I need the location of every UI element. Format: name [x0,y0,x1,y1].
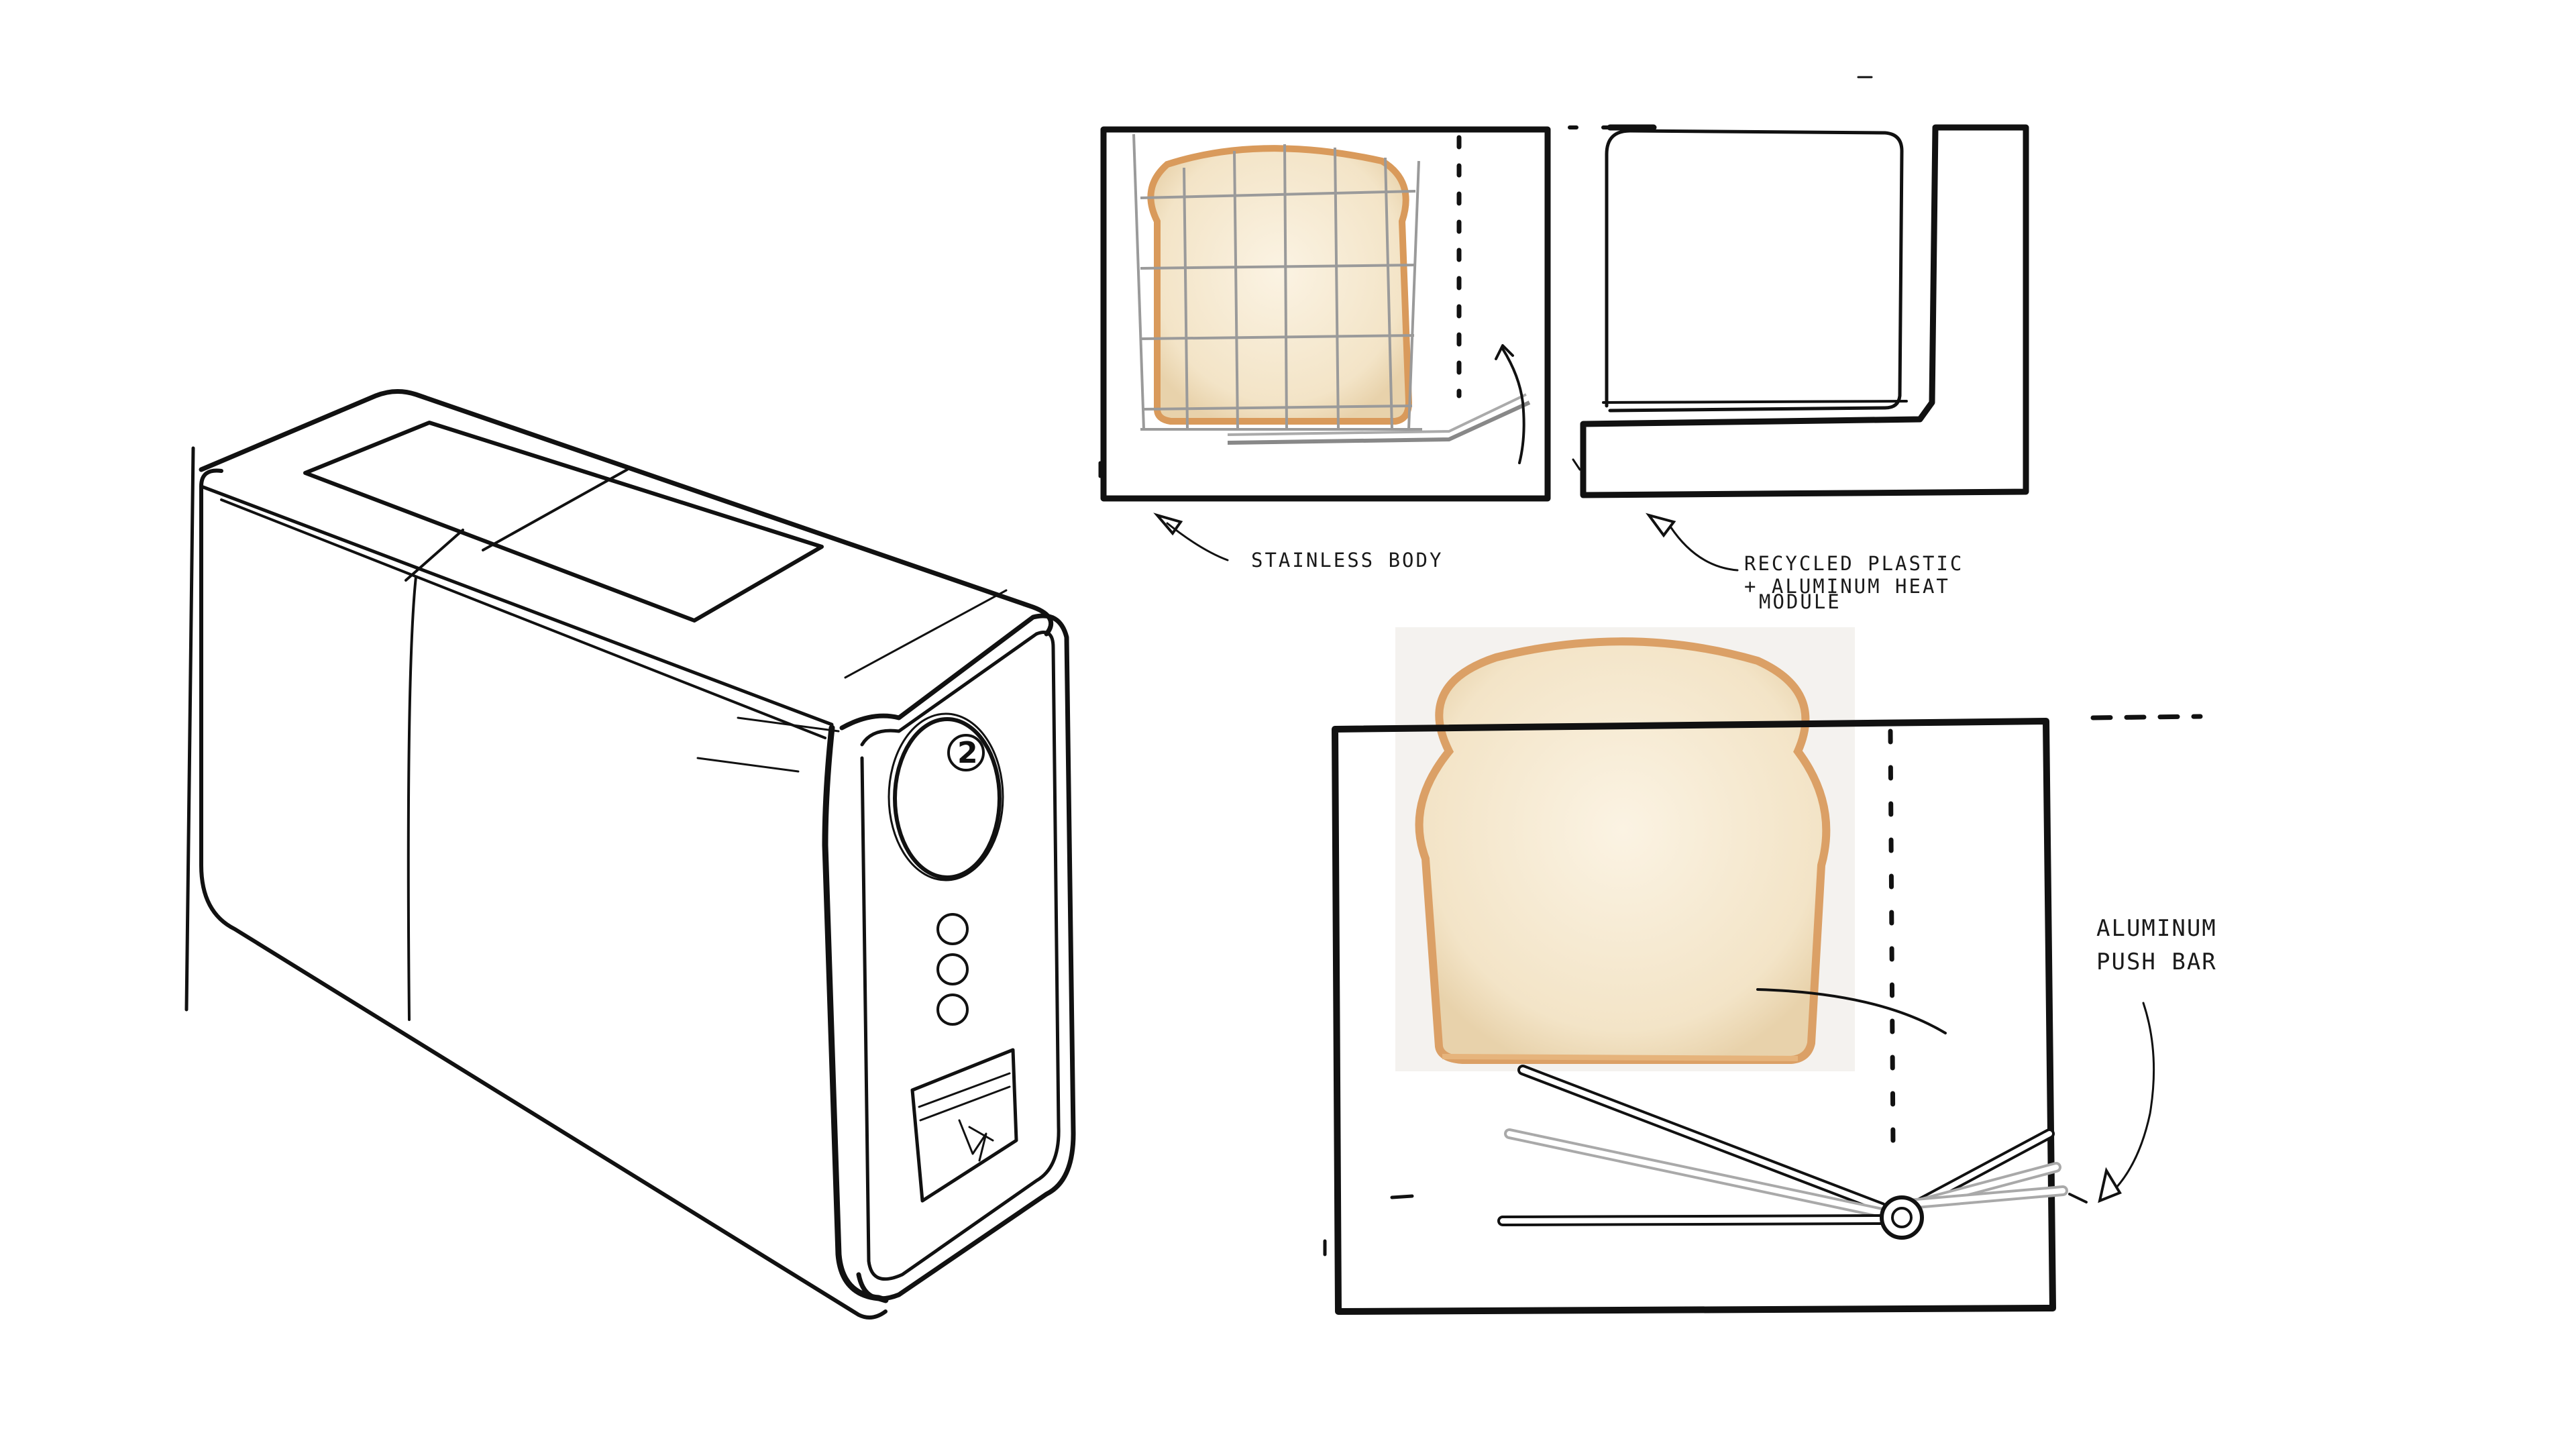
label-pushbar-line2: PUSH BAR [2096,949,2217,975]
dial-number: 2 [957,736,978,770]
logo-mark-icon [910,1048,1018,1203]
arrow-head-icon [1646,513,1676,538]
dial-indicator-ring [947,734,985,771]
section-panel-push-bar [1323,627,2203,1315]
section-panel-stainless [1098,126,1551,502]
arrow-head-icon [1153,513,1183,536]
label-recycled-line1: RECYCLED PLASTIC [1744,552,1964,575]
label-recycled-line2: + ALUMINUM HEAT [1744,575,1950,598]
toaster-button-3 [936,994,969,1026]
annotation-stainless-body: STAINLESS BODY [1153,513,1443,572]
label-recycled-line3: MODULE [1759,590,1841,613]
section-panel-heat-module [1568,76,2029,498]
annotation-recycled-plastic: RECYCLED PLASTIC + ALUMINUM HEAT MODULE [1646,513,1964,613]
pivot-inner [1891,1207,1913,1228]
bread-slice-large [1415,637,1831,1064]
wire-rack [1132,133,1422,431]
arrow-head-icon [2098,1167,2122,1203]
push-bar-mechanism [1497,1065,2068,1240]
toaster-button-2 [936,953,969,985]
toaster-perspective-sketch: 2 [184,389,1076,1320]
bread-slice-small [1147,145,1413,425]
toaster-button-1 [936,913,969,945]
label-stainless-body: STAINLESS BODY [1251,549,1443,572]
annotation-push-bar: ALUMINUM PUSH BAR [2096,915,2217,1203]
label-pushbar-line1: ALUMINUM [2096,915,2217,942]
